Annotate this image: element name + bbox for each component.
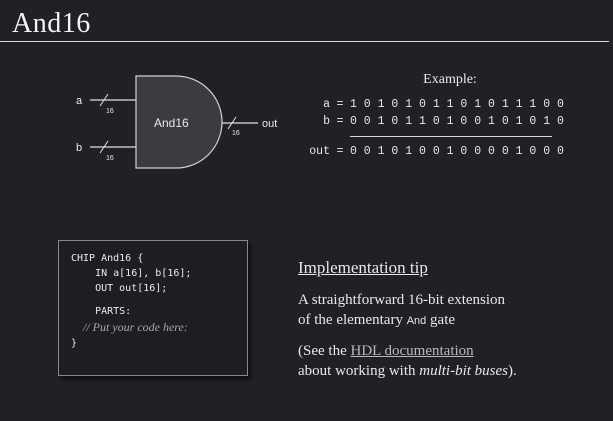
row-equals: = [336,98,344,111]
truth-example: Example: a = 1 0 1 0 1 0 1 1 0 1 0 1 1 1… [306,72,566,160]
example-result-rule [350,136,552,137]
code-line: IN a[16], b[16]; [71,268,192,279]
input-a-label: a [76,95,83,107]
input-a-width: 16 [106,108,114,115]
and-gate-body [135,75,223,169]
code-line: } [71,338,78,349]
row-name: a [323,98,330,111]
code-line: OUT out[16]; [71,283,168,294]
tip-body-line: A straightforward 16-bit extension [298,292,506,308]
row-bits: 0 0 1 0 1 0 0 1 0 0 0 0 1 0 0 0 [350,145,564,158]
row-equals: = [336,115,344,128]
output-width: 16 [232,130,240,137]
tip-code: And [406,315,427,327]
gate-diagram: a 16 b 16 And16 out 16 [76,75,277,169]
example-row-a: a = 1 0 1 0 1 0 1 1 0 1 0 1 1 1 0 0 [306,96,566,113]
example-row-b: b = 0 0 1 0 1 1 0 1 0 0 1 0 1 0 1 0 [306,113,566,130]
input-b-label: b [76,142,82,154]
tip-note-line: (See the HDL documentation [298,341,598,361]
input-a-bus-slash [99,93,109,107]
tip-heading: Implementation tip [298,258,428,277]
row-name: out [309,145,330,158]
tip-note: (See the HDL documentation about working… [298,341,598,381]
output-bus-slash [227,116,237,130]
tip-text: about working with [298,363,420,379]
hdl-code-box: CHIP And16 { IN a[16], b[16]; OUT out[16… [58,240,248,376]
row-bits: 0 0 1 0 1 1 0 1 0 0 1 0 1 0 1 0 [350,115,564,128]
tip-emphasis: multi-bit buses [419,363,508,379]
hdl-documentation-link[interactable]: HDL documentation [350,343,474,359]
row-name: b [323,115,330,128]
tip-text: (See the [298,343,351,359]
row-equals: = [336,145,344,158]
code-comment: // Put your code here: [71,320,188,334]
example-title: Example: [423,72,477,87]
input-b-bus-slash [99,140,109,154]
output-label: out [262,118,277,130]
code-spacer [71,296,235,304]
gate-label: And16 [154,116,189,130]
tip-note-line: about working with multi-bit buses). [298,361,598,381]
code-line: PARTS: [71,306,132,317]
row-bits: 1 0 1 0 1 0 1 1 0 1 0 1 1 1 0 0 [350,98,564,111]
tip-body: A straightforward 16-bit extension of th… [298,290,598,331]
tip-text: gate [426,312,456,328]
implementation-tip: Implementation tip A straightforward 16-… [298,258,598,381]
page-title: And16 [12,8,91,39]
title-divider [0,41,609,42]
tip-body-line: of the elementary And gate [298,310,598,331]
tip-text: ). [508,363,517,379]
example-row-out: out = 0 0 1 0 1 0 0 1 0 0 0 0 1 0 0 0 [306,143,566,160]
tip-text: of the elementary [298,312,407,328]
code-line: CHIP And16 { [71,253,144,264]
input-b-width: 16 [106,155,114,162]
